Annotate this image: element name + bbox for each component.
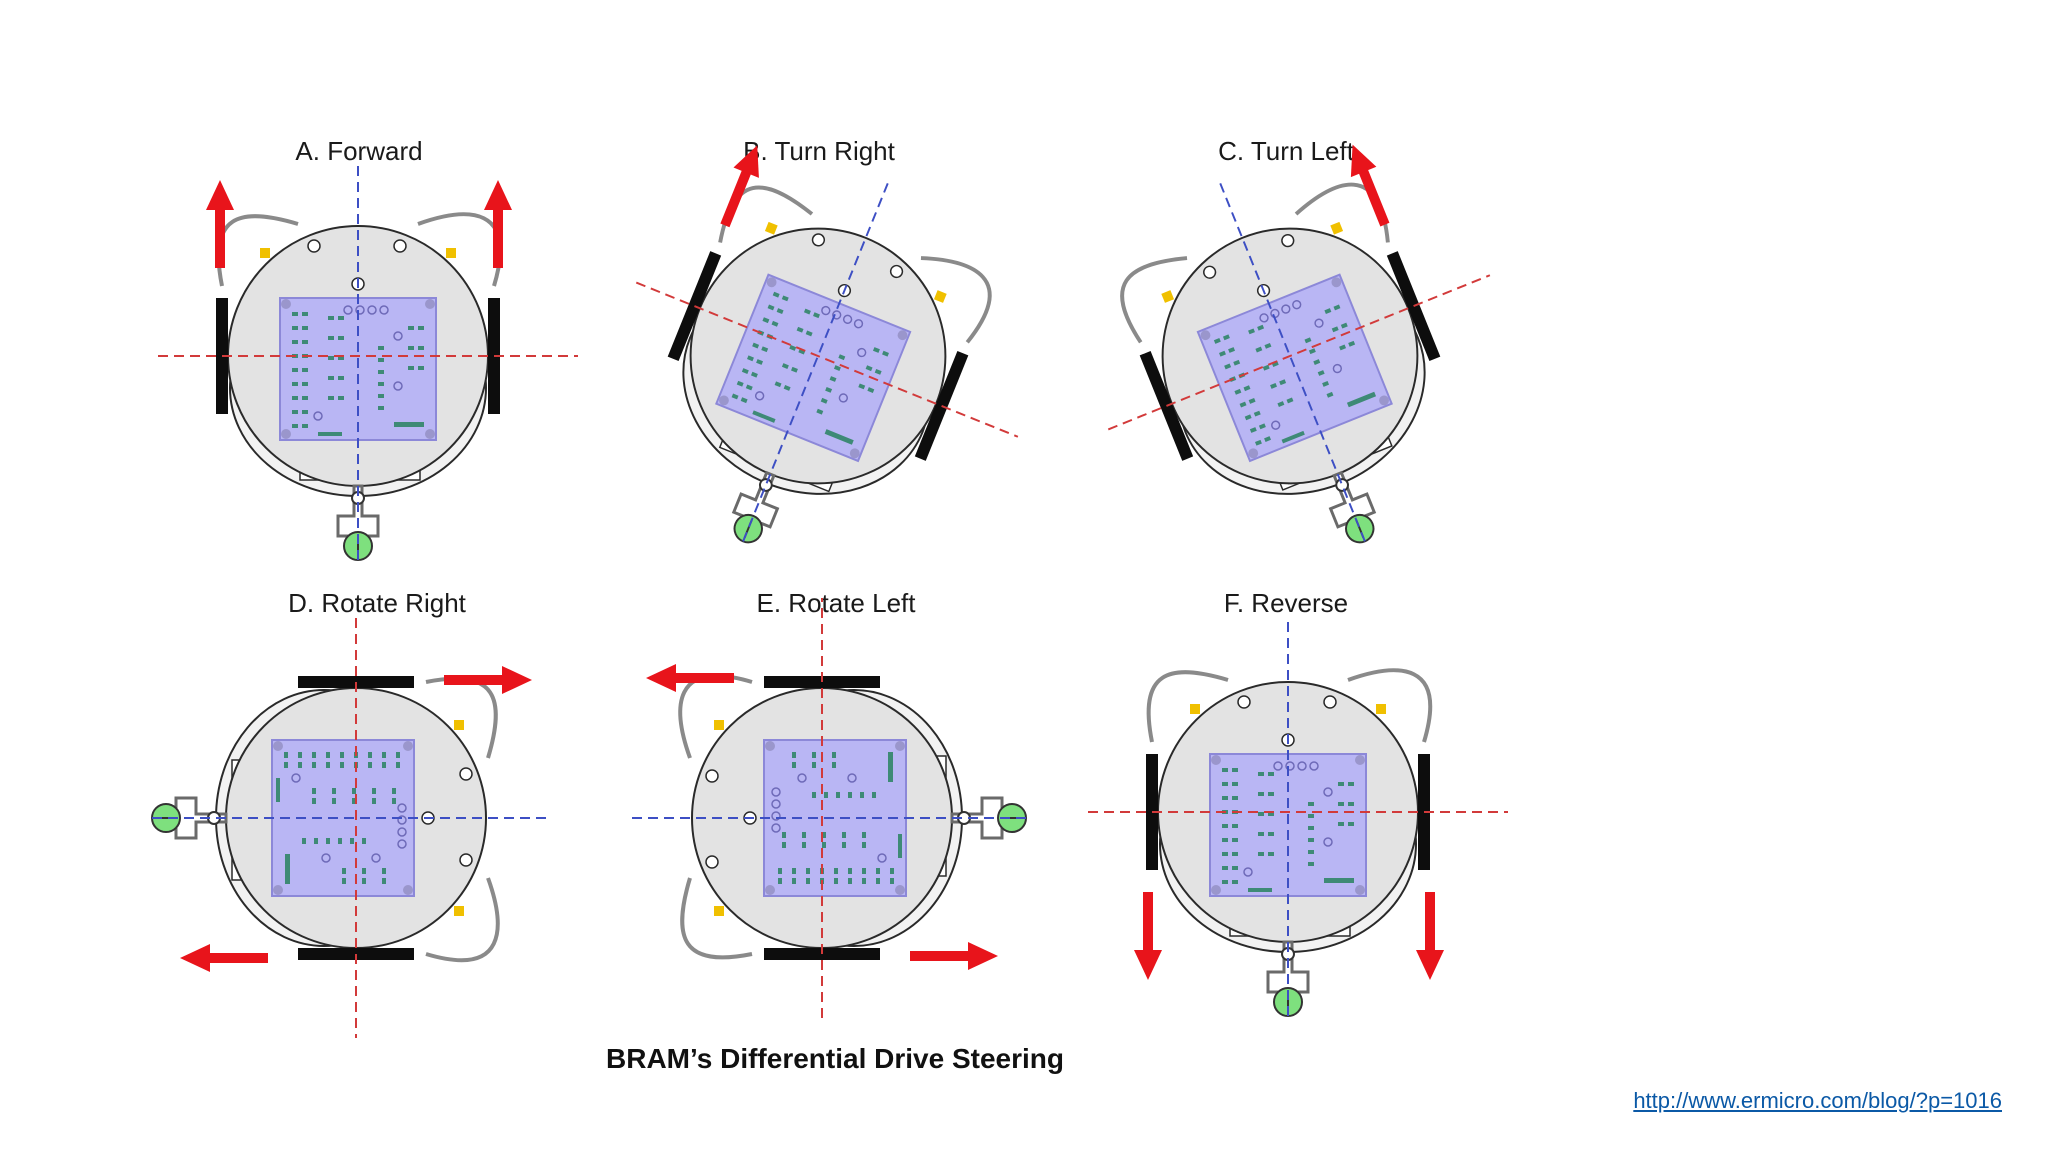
panel-label-a: A. Forward — [295, 136, 422, 166]
arrow-left-wheel-reverse — [1134, 892, 1162, 980]
panel-label-f: F. Reverse — [1224, 588, 1348, 618]
panel-label-e: E. Rotate Left — [757, 588, 917, 618]
robot-turn-left — [1036, 100, 1569, 623]
panel-label-c: C. Turn Left — [1218, 136, 1355, 166]
arrow-right-wheel-forward — [646, 664, 734, 692]
figure-title: BRAM’s Differential Drive Steering — [606, 1043, 1064, 1074]
arrow-right-wheel-forward — [484, 180, 512, 268]
arrow-right-wheel-reverse — [180, 944, 268, 972]
source-link[interactable]: http://www.ermicro.com/blog/?p=1016 — [1633, 1088, 2002, 1113]
arrow-right-wheel-reverse — [1416, 892, 1444, 980]
robot-turn-right — [557, 107, 1090, 630]
robot-rotate-right — [144, 616, 548, 1040]
panel-label-d: D. Rotate Right — [288, 588, 467, 618]
panel-label-b: B. Turn Right — [743, 136, 896, 166]
robot-reverse — [1086, 620, 1510, 1024]
arrow-left-wheel-reverse — [910, 942, 998, 970]
robot-rotate-left — [630, 596, 1034, 1020]
robot-forward — [156, 164, 580, 568]
